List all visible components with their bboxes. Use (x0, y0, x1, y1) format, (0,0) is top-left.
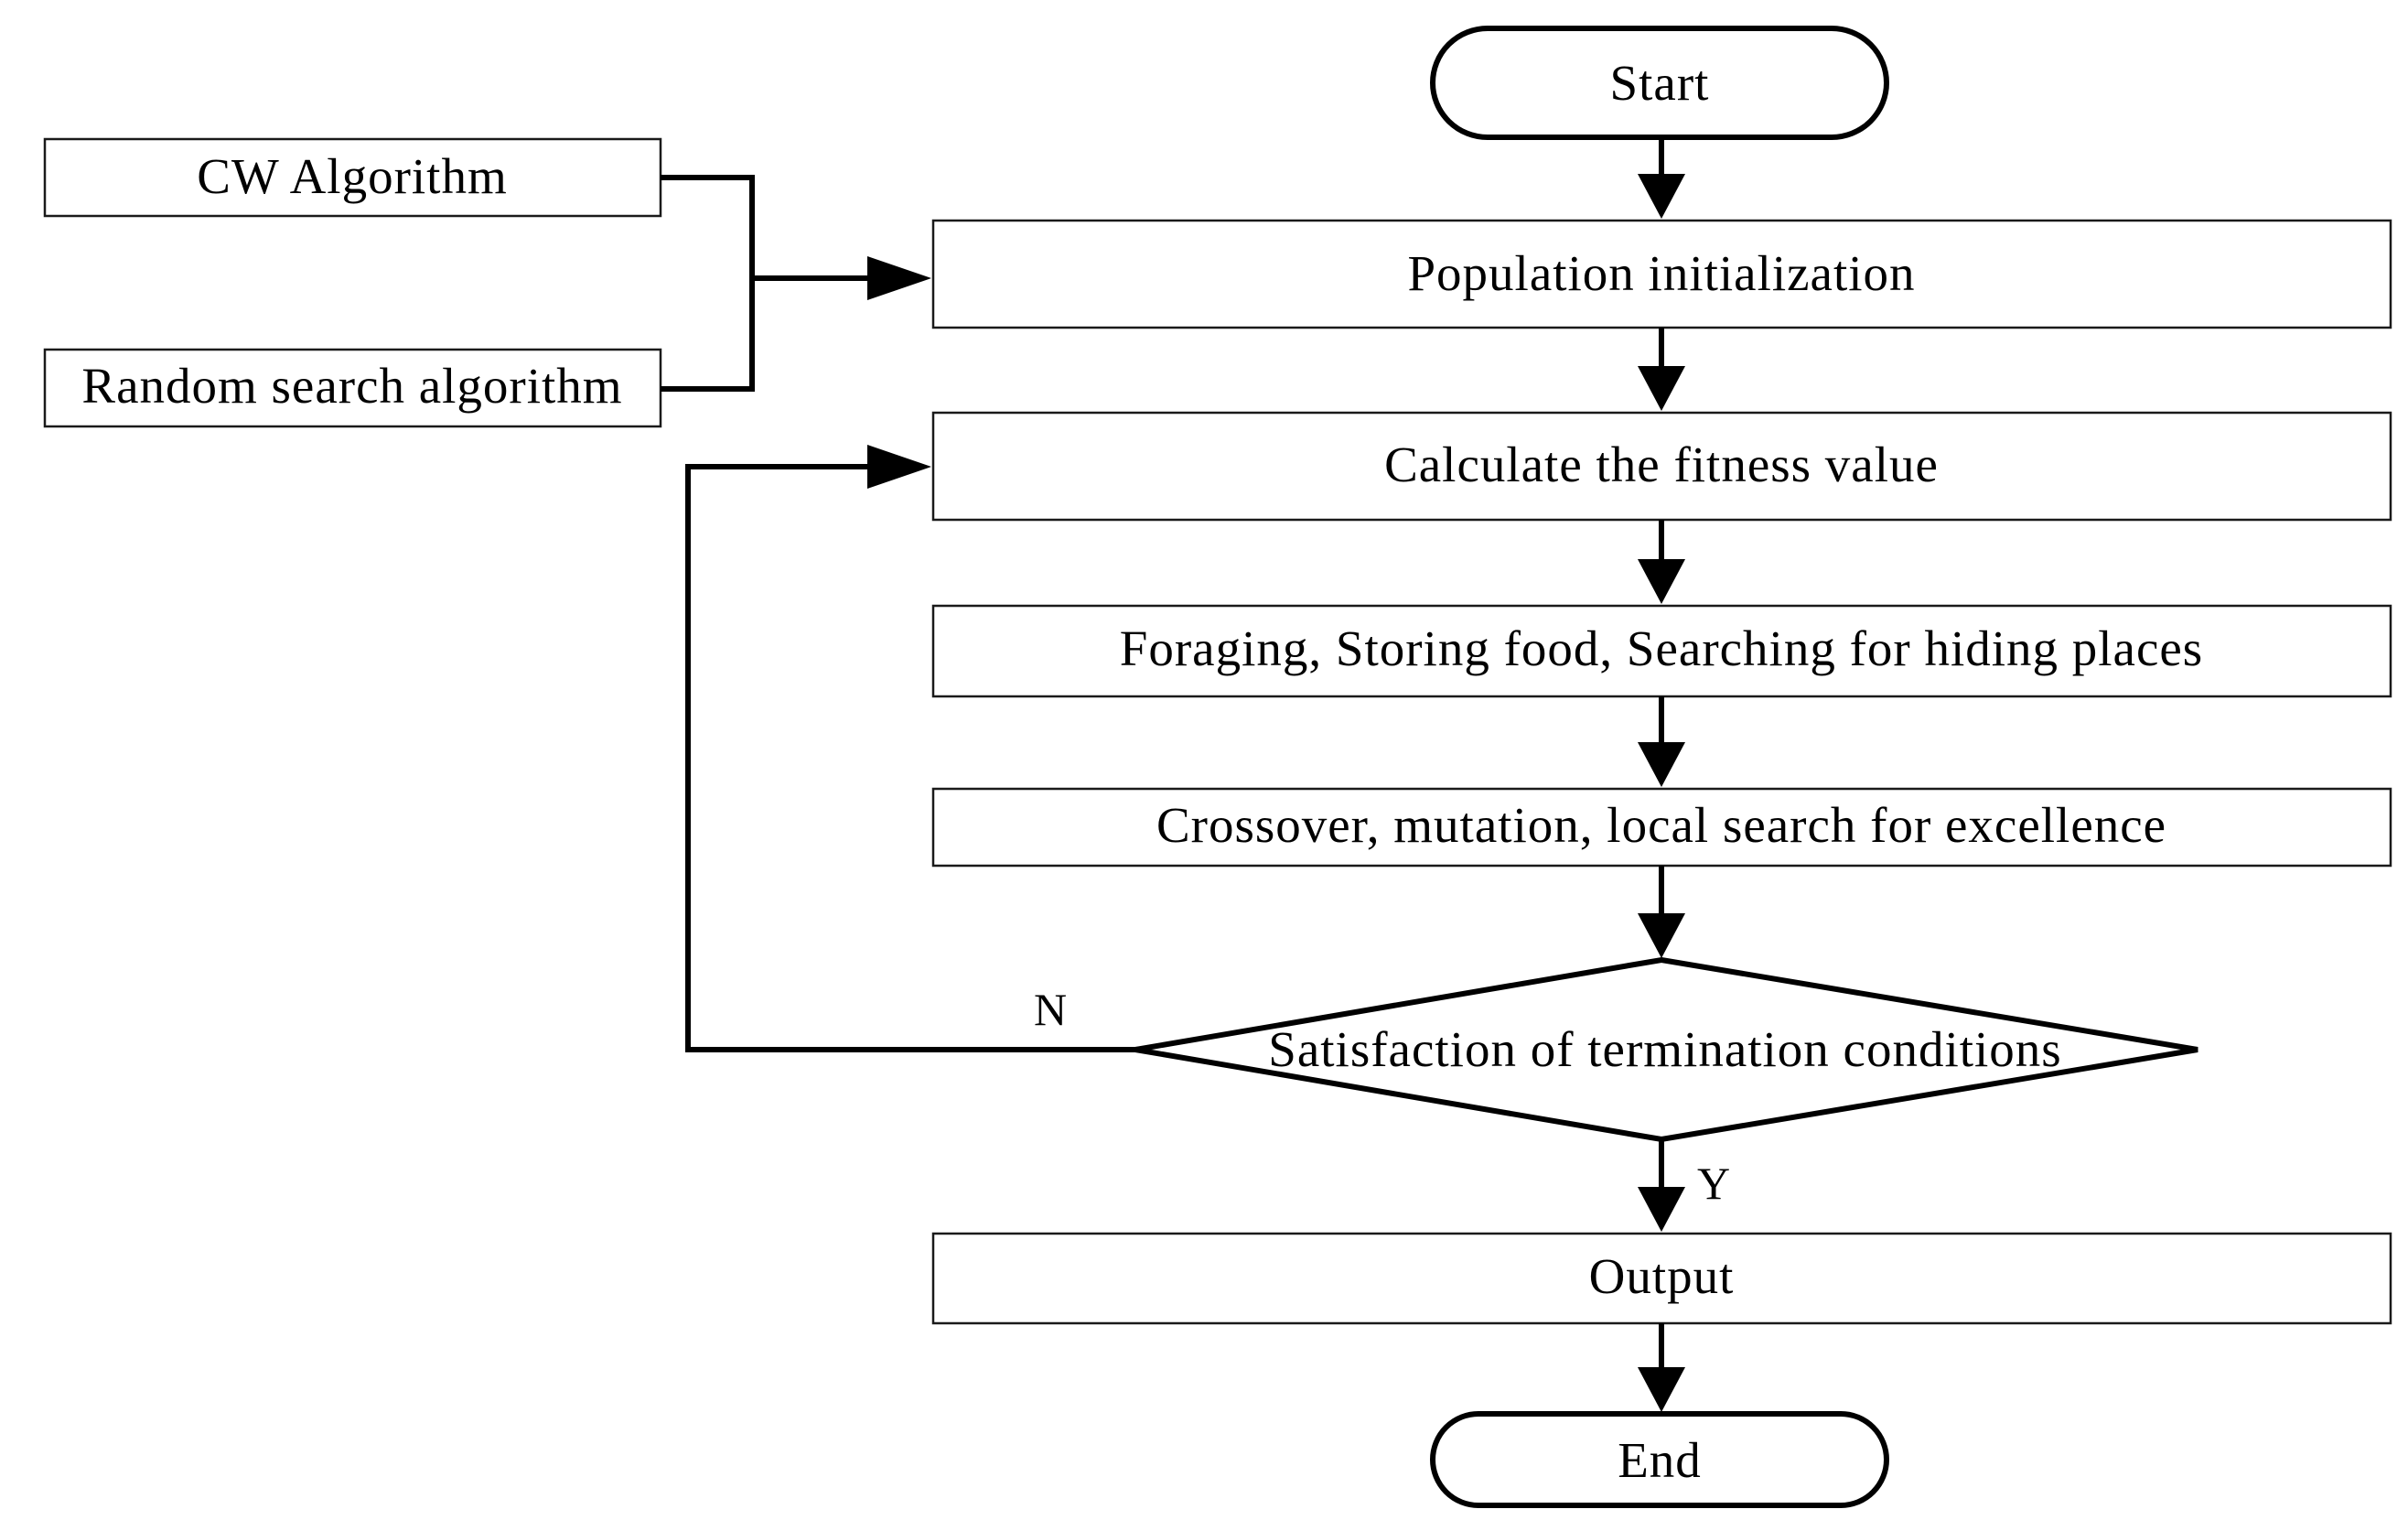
fitness-label: Calculate the fitness value (1384, 437, 1939, 492)
random-search-label: Random search algorithm (81, 358, 622, 414)
cw-algorithm-box: CW Algorithm (43, 137, 662, 218)
crossover-box: Crossover, mutation, local search for ex… (931, 787, 2392, 868)
arrow-start-to-population (1638, 137, 1685, 219)
termination-decision-label: Satisfaction of termination conditions (1268, 1021, 2061, 1077)
no-branch-label: N (1034, 984, 1067, 1035)
end-terminal: End (1430, 1411, 1889, 1508)
yes-branch-label: Y (1697, 1158, 1730, 1209)
arrow-population-to-fitness (1638, 328, 1685, 411)
arrow-output-to-end (1638, 1323, 1685, 1412)
end-label: End (1618, 1432, 1702, 1488)
start-label: Start (1610, 55, 1710, 111)
fitness-box: Calculate the fitness value (931, 411, 2392, 522)
output-label: Output (1589, 1248, 1735, 1304)
random-search-box: Random search algorithm (43, 348, 662, 428)
loop-back-connector (685, 445, 1135, 1052)
termination-decision: Satisfaction of termination conditions (1134, 956, 2198, 1143)
arrow-foraging-to-crossover (1638, 696, 1685, 787)
output-box: Output (931, 1232, 2392, 1325)
start-terminal: Start (1430, 26, 1889, 140)
foraging-box: Foraging, Storing food, Searching for hi… (931, 604, 2392, 698)
arrow-fitness-to-foraging (1638, 520, 1685, 604)
population-initialization-box: Population initialization (931, 219, 2392, 329)
arrow-decision-to-output (1638, 1139, 1685, 1232)
merge-connector (661, 175, 931, 392)
arrow-crossover-to-decision (1638, 866, 1685, 958)
cw-algorithm-label: CW Algorithm (197, 148, 507, 204)
population-initialization-label: Population initialization (1407, 245, 1915, 301)
foraging-label: Foraging, Storing food, Searching for hi… (1120, 620, 2203, 676)
crossover-label: Crossover, mutation, local search for ex… (1156, 797, 2166, 853)
